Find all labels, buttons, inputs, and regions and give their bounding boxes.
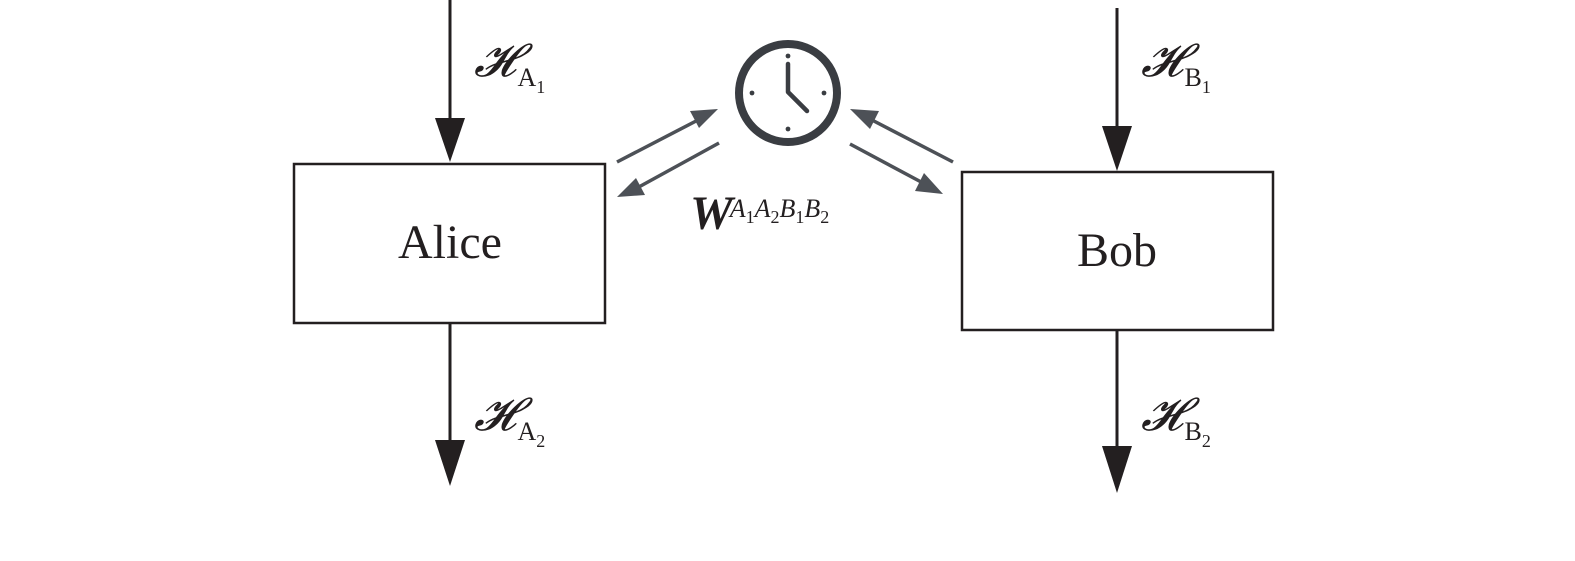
clock-to-alice-arrow: [617, 141, 720, 197]
bob-box: [960, 170, 1275, 332]
alice-input-space-label: 𝓗A1: [474, 33, 545, 97]
alice-label: Alice: [398, 216, 502, 269]
process-matrix-label: WA1A2B1B2: [690, 187, 829, 240]
alice-output-arrow: [435, 323, 465, 486]
bob-label: Bob: [1077, 224, 1157, 277]
bob-input-space-label: 𝓗B1: [1141, 33, 1211, 97]
clock-to-bob-arrow: [849, 142, 943, 194]
clock-icon: [735, 40, 841, 146]
alice-output-space-label: 𝓗A2: [474, 387, 545, 451]
bob-input-arrow: [1102, 8, 1132, 171]
bob-to-clock-arrow: [850, 109, 954, 164]
bob-output-space-label: 𝓗B2: [1141, 387, 1211, 451]
bob-output-arrow: [1102, 330, 1132, 493]
alice-to-clock-arrow: [616, 109, 718, 164]
alice-input-arrow: [435, 0, 465, 162]
